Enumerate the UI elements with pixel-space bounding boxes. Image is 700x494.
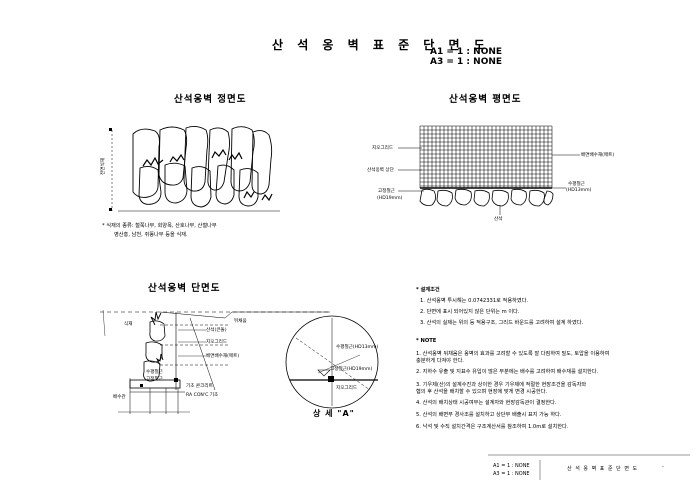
section-label-drain-mat: 배면배수재(매트) [206,354,240,359]
plan-label-horizontal-bar: 수평철근 [568,182,585,187]
design-condition-3: 3. 산석의 실제는 위의 등 적용구조, 그리드 바운드를 고려하여 설계 하… [420,320,584,326]
note-2: 2. 지하수 유출 및 지표수 유입이 많은 부분에는 배수를 고려하여 배수재… [416,369,599,375]
drawing-title: 산 석 옹 벽 표 준 단 면 도 [272,38,490,52]
design-condition-2: 2. 단면에 표시 되어있지 않은 단위는 m 이다. [420,309,520,315]
note-3a: 3. 기우제(산)의 설계수진과 상이한 경우 기우제에 적절한 현장조건을 감… [416,382,587,388]
design-condition-1: 1. 산석옹벽 투시해는 0.0742331로 적용하였다. [420,298,529,304]
section-label-horizontal-bar: 수평철근 [146,370,163,375]
scale-a3: A3 = 1 : NONE [430,57,503,67]
section-label-drain-pipe: 배수관 [113,395,126,400]
section-label-backfill: 뒤채움 [234,319,247,324]
section-label-ra-base: RA CON'C 기초 [186,393,219,398]
front-view-caption-1: * 식재의 종류: 철쭉나무, 회양목, 산호나무, 산철나무 [102,223,217,229]
detail-label-anchor-bar: 고정철근(HD19mm) [330,367,373,372]
bottom-drawing-name: 산 석 옹 벽 표 준 단 면 도 [567,466,639,472]
plan-label-horizontal-size: (HD13mm) [566,188,592,193]
detail-a-title: 상 세 "A" [313,409,355,418]
front-view-drawing [111,125,280,212]
plan-view-title: 산석옹벽 평면도 [449,94,522,105]
section-view-title: 산석옹벽 단면도 [148,283,221,294]
section-label-stone: 산석(큰돌) [206,328,227,333]
bottom-scale-a1: A1 = 1 : NONE [493,463,530,469]
section-label-anchor-bar: 고정철근 [146,377,163,382]
detail-a-drawing [285,315,379,409]
note-1b: 충분하게 다져야 한다. [416,358,464,364]
note-6: 6. 낙석 및 수직 설치간격은 구조계산서를 참조하여 1.0m로 설치한다. [416,424,569,430]
scale-a1: A1 = 1 : NONE [430,47,503,57]
design-conditions-header: * 설계조건 [416,287,440,293]
bottom-page-mark: - [662,464,664,470]
front-view-side-label: 전면식재 [101,158,106,175]
note-4: 4. 산석의 배치상태 시공여부는 설계자와 현장감독관이 결정한다. [416,400,557,406]
note-1a: 1. 산석옹벽 뒤채움은 옹벽의 효과를 고려할 수 있도록 잘 다짐하여 밀도… [416,351,610,357]
plan-label-stone: 산석 [494,217,503,222]
bottom-scale-a3: A3 = 1 : NONE [493,471,530,477]
note-header: * NOTE [416,338,437,344]
plan-label-geogrid: 지오그리드 [372,146,394,151]
section-view-drawing [100,309,330,414]
note-5: 5. 산석의 배면부 경사조를 설치하고 상단부 배출시 표지 가능 하다. [416,412,562,418]
section-label-foundation: 기초 콘크리트 [186,384,213,389]
plan-label-drain-mat: 배면배수재(매트) [581,153,615,158]
plan-view-drawing [398,125,580,215]
plan-label-anchor-size: (HD19mm) [377,196,403,201]
detail-label-geogrid: 지오그리드 [336,386,358,391]
note-3b: 협의 후 산석을 배치할 수 있으며 현장에 맞게 변경 시공한다. [416,389,548,395]
detail-label-horizontal-bar: 수평철근(HD13mm) [336,345,379,350]
front-view-title: 산석옹벽 정면도 [174,94,247,105]
section-label-planting: 식재 [124,322,133,327]
section-label-geogrid: 지오그리드 [206,340,228,345]
front-view-caption-2: 영산홍, 남천, 쥐똥나무 등을 식재. [114,232,188,238]
plan-label-wall-top: 산석옹벽 상단 [367,168,394,173]
plan-label-anchor-bar: 고정철근 [378,189,395,194]
